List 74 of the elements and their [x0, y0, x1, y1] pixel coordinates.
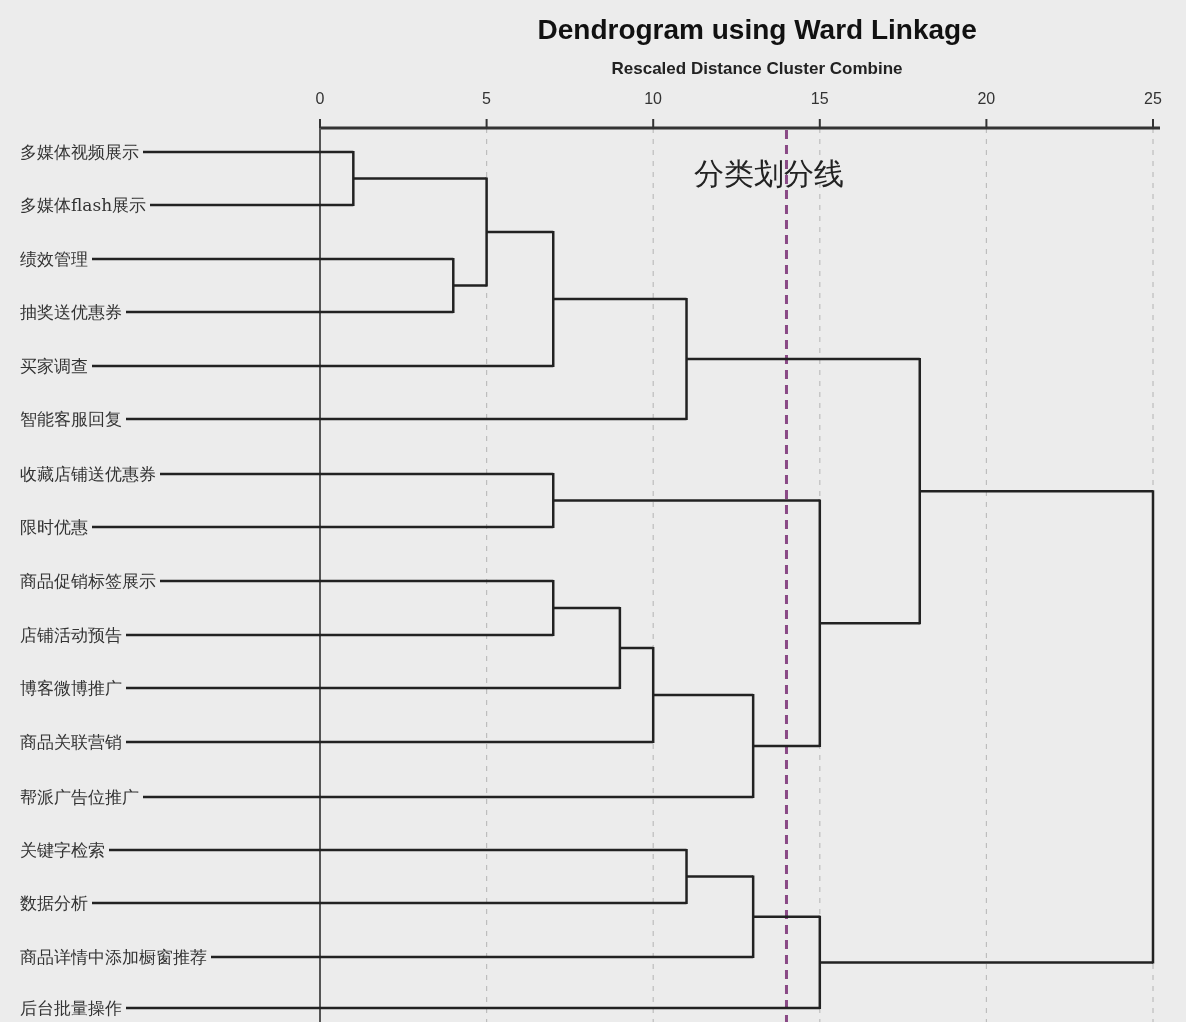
merge-bar [751, 694, 755, 798]
dendrogram-link [553, 297, 687, 301]
axis-tick-label: 5 [482, 90, 491, 108]
dendrogram-link [919, 489, 1153, 493]
item-label: 商品促销标签展示 [20, 570, 156, 592]
dendrogram-link [92, 901, 687, 905]
dendrogram-link [109, 848, 687, 852]
merge-bar [618, 607, 622, 689]
dendrogram-link [126, 310, 454, 314]
dendrogram-link [453, 284, 487, 287]
dendrogram-link [686, 357, 920, 361]
dendrogram-link [160, 579, 554, 583]
dendrogram-link [619, 646, 654, 650]
dendrogram-link [753, 915, 820, 918]
dendrogram-link [126, 686, 620, 690]
dendrogram-link [486, 230, 554, 234]
merge-bar [751, 875, 755, 958]
item-label: 关键字检索 [20, 839, 105, 861]
dendrogram-link [160, 472, 554, 476]
item-label: 抽奖送优惠券 [20, 301, 122, 323]
dendrogram-link [126, 417, 687, 421]
axis-tick-label: 25 [1144, 90, 1162, 108]
merge-bar [818, 499, 822, 747]
item-label: 绩效管理 [20, 248, 88, 270]
dendrogram-link [819, 961, 1153, 964]
merge-bar [485, 177, 488, 287]
annotation-label: 分类划分线 [694, 155, 844, 193]
item-label: 商品详情中添加橱窗推荐 [20, 946, 207, 968]
axis-title: Rescaled Distance Cluster Combine [611, 59, 903, 79]
item-label: 多媒体flash展示 [20, 194, 147, 216]
dendrogram-link [126, 740, 654, 744]
merge-bar [818, 915, 822, 1009]
dendrogram-link [150, 203, 354, 207]
dendrogram-link [553, 499, 820, 502]
merge-bar [685, 298, 688, 420]
item-label: 博客微博推广 [20, 677, 122, 699]
axis-tick-label: 20 [977, 90, 996, 108]
merge-bar [452, 258, 455, 313]
merge-bar [918, 358, 921, 625]
item-label: 多媒体视频展示 [20, 141, 139, 163]
axis-tick-label: 10 [644, 90, 662, 108]
item-label: 智能客服回复 [20, 408, 122, 430]
dendrogram-link [92, 525, 554, 529]
dendrogram-link [126, 633, 554, 637]
merge-bar [651, 647, 655, 743]
dendrogram-link [653, 693, 754, 697]
dendrogram-link [686, 875, 754, 878]
axis-tick-label: 0 [315, 90, 325, 108]
dendrogram-link [353, 177, 487, 180]
item-label: 数据分析 [20, 892, 88, 914]
dendrogram-link [753, 744, 820, 748]
dendrogram-link [143, 795, 754, 799]
merge-bar [352, 151, 355, 206]
dendrogram-link [92, 257, 454, 261]
merge-bar [1151, 490, 1155, 964]
chart-title: Dendrogram using Ward Linkage [537, 14, 977, 46]
dendrogram-link [211, 955, 754, 959]
item-label: 后台批量操作 [20, 997, 122, 1019]
dendrogram-link [126, 1006, 820, 1010]
merge-bar [552, 473, 555, 528]
merge-bar [552, 580, 555, 636]
dendrogram-link [143, 150, 354, 154]
item-label: 店铺活动预告 [20, 624, 122, 646]
item-label: 帮派广告位推广 [20, 786, 139, 808]
dendrogram-link [553, 606, 620, 610]
item-label: 收藏店铺送优惠券 [20, 463, 156, 485]
item-label: 买家调查 [20, 355, 88, 377]
axis-tick-label: 15 [810, 90, 829, 108]
item-label: 商品关联营销 [20, 731, 122, 753]
dendrogram-link [819, 622, 920, 625]
merge-bar [685, 849, 688, 904]
dendrogram-link [92, 364, 554, 368]
item-label: 限时优惠 [20, 516, 88, 538]
merge-bar [552, 231, 555, 367]
